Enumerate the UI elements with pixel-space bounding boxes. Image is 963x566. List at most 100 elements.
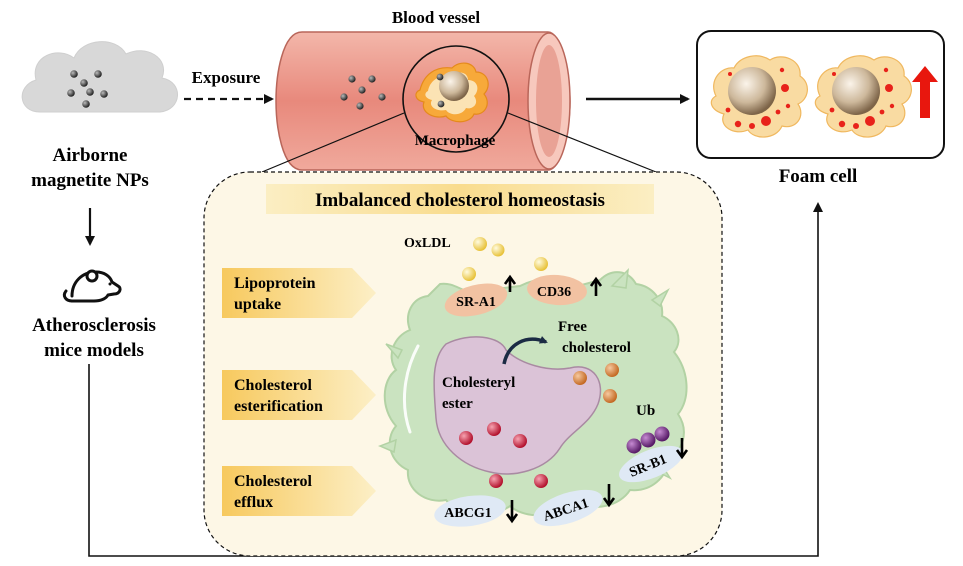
nanoparticle bbox=[436, 73, 444, 81]
step-label-line2: esterification bbox=[234, 398, 323, 415]
cholesteryl-ester-compartment bbox=[433, 336, 602, 475]
step-label-line1: Cholesterol bbox=[234, 377, 312, 394]
exposure-label: Exposure bbox=[192, 68, 261, 87]
lipid-droplet bbox=[832, 72, 836, 76]
nanoparticle bbox=[100, 90, 108, 98]
foam-cell-left bbox=[710, 55, 808, 138]
macrophage-nucleus bbox=[439, 71, 469, 101]
step-label-line1: Cholesterol bbox=[234, 473, 312, 490]
foam-cell-nucleus bbox=[728, 67, 776, 115]
ester-droplet bbox=[534, 474, 548, 488]
nanoparticle bbox=[94, 70, 102, 78]
receptor-label: SR-A1 bbox=[456, 295, 496, 310]
lipid-droplet bbox=[785, 103, 791, 109]
lipid-droplet bbox=[829, 107, 835, 113]
foam-cell-label: Foam cell bbox=[779, 166, 858, 187]
macrophage bbox=[415, 62, 489, 123]
ester-droplet bbox=[487, 422, 501, 436]
ester-droplet bbox=[489, 474, 503, 488]
lipid-droplet bbox=[883, 67, 889, 73]
ubiquitin-particle bbox=[654, 426, 670, 442]
receptor-sr-a1: SR-A1 bbox=[444, 274, 517, 317]
oxldl-particle bbox=[473, 237, 487, 251]
free-cholesterol-particle bbox=[603, 389, 617, 403]
oxldl-label: OxLDL bbox=[404, 236, 451, 251]
oxldl-particle bbox=[491, 243, 505, 257]
lipid-droplet bbox=[885, 84, 893, 92]
lipid-droplet bbox=[781, 84, 789, 92]
esterification-arrow bbox=[502, 336, 548, 365]
nanoparticle bbox=[340, 93, 348, 101]
nanoparticle bbox=[348, 75, 356, 83]
receptor-label: CD36 bbox=[537, 285, 571, 300]
down-arrow-icon bbox=[602, 484, 616, 508]
receptor-label: ABCG1 bbox=[444, 506, 491, 521]
cholesteryl-ester-label-line1: Cholesteryl bbox=[442, 375, 515, 391]
ubiquitin-particle bbox=[626, 438, 642, 454]
nanoparticle bbox=[80, 79, 88, 87]
step-lipoprotein-uptake: Lipoprotein uptake bbox=[222, 268, 376, 318]
cholesteryl-ester-label-line2: ester bbox=[442, 396, 473, 412]
airborne-cloud bbox=[21, 41, 178, 113]
nanoparticle bbox=[86, 88, 94, 96]
ester-droplet bbox=[513, 434, 527, 448]
step-label-line2: uptake bbox=[234, 296, 281, 313]
vessel-title: Blood vessel bbox=[392, 8, 481, 27]
lipid-droplet bbox=[761, 116, 771, 126]
nanoparticle bbox=[67, 89, 75, 97]
source-label-line1: Airborne bbox=[53, 145, 128, 166]
mouse-icon bbox=[62, 269, 122, 303]
nanoparticle bbox=[437, 100, 445, 108]
foam-cell-nucleus bbox=[832, 67, 880, 115]
membrane-highlight bbox=[402, 344, 420, 434]
membrane-protrusions bbox=[377, 267, 673, 480]
panel-title: Imbalanced cholesterol homeostasis bbox=[315, 190, 605, 211]
down-arrow-icon bbox=[505, 500, 519, 524]
oxldl-particle bbox=[534, 257, 548, 271]
nanoparticle bbox=[378, 93, 386, 101]
step-label-line1: Lipoprotein bbox=[234, 275, 316, 292]
free-cholesterol-particle bbox=[573, 371, 587, 385]
up-arrow-icon bbox=[589, 276, 603, 296]
lipid-droplet bbox=[775, 109, 781, 115]
zoom-line-left bbox=[261, 112, 405, 173]
ubiquitin-particle bbox=[640, 432, 656, 448]
up-arrow-icon bbox=[503, 274, 517, 292]
increase-arrow-icon bbox=[912, 66, 938, 118]
lipid-droplet bbox=[749, 123, 755, 129]
ubiquitin-label: Ub bbox=[636, 403, 655, 419]
free-cholesterol-label-line1: Free bbox=[558, 319, 587, 335]
free-cholesterol-label-line2: cholesterol bbox=[562, 340, 631, 356]
lipid-droplet bbox=[865, 116, 875, 126]
lipid-droplet bbox=[734, 120, 742, 128]
lipid-droplet bbox=[725, 107, 731, 113]
nanoparticle bbox=[356, 102, 364, 110]
mice-label-line2: mice models bbox=[44, 340, 144, 361]
foam-cell-right bbox=[814, 55, 912, 138]
down-arrow-icon bbox=[675, 438, 689, 460]
lipid-droplet bbox=[728, 72, 732, 76]
receptor-cd36: CD36 bbox=[527, 274, 603, 306]
nanoparticle bbox=[82, 100, 90, 108]
lipid-droplet bbox=[779, 67, 785, 73]
magnifier-circle bbox=[402, 45, 510, 153]
zoom-line-right bbox=[507, 112, 657, 173]
step-cholesterol-efflux: Cholesterol efflux bbox=[222, 466, 376, 516]
panel-title-banner bbox=[266, 184, 654, 214]
lipid-droplet bbox=[879, 109, 885, 115]
lipid-droplet bbox=[853, 123, 859, 129]
receptor-sr-b1: SR-B1 bbox=[619, 438, 689, 483]
lipid-droplet bbox=[838, 120, 846, 128]
step-cholesterol-esterification: Cholesterol esterification bbox=[222, 370, 376, 420]
oxldl-particle bbox=[462, 267, 476, 281]
nanoparticle bbox=[368, 75, 376, 83]
lipid-droplet bbox=[889, 103, 895, 109]
source-label-line2: magnetite NPs bbox=[31, 170, 149, 191]
free-cholesterol-particle bbox=[605, 363, 619, 377]
nanoparticle bbox=[70, 70, 78, 78]
nanoparticle bbox=[358, 86, 366, 94]
step-label-line2: efflux bbox=[234, 494, 273, 511]
receptor-abcg1: ABCG1 bbox=[434, 495, 519, 527]
macrophage-label: Macrophage bbox=[415, 133, 496, 149]
